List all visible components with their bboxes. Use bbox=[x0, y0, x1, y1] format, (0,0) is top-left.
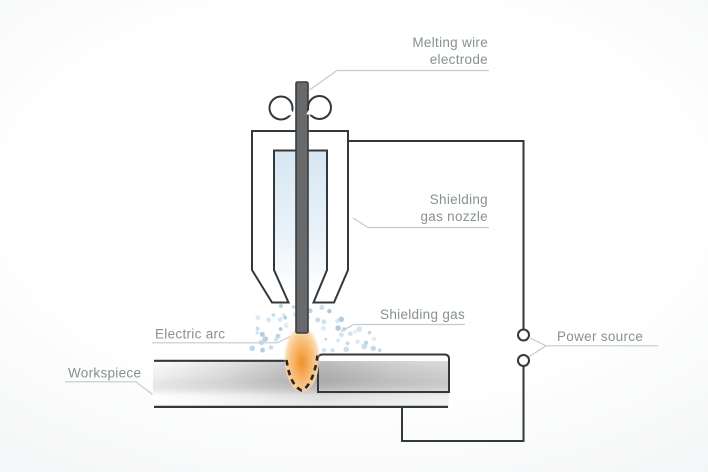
power-terminal-bottom bbox=[517, 354, 530, 367]
gas-dot bbox=[320, 325, 326, 331]
gas-dot bbox=[278, 327, 283, 331]
gas-dot bbox=[266, 317, 272, 323]
gas-dot bbox=[259, 331, 265, 337]
workspiece-label: Workspiece bbox=[68, 366, 141, 381]
leader-shielding-gas bbox=[340, 323, 465, 333]
labels: Melting wire electrode Shielding gas noz… bbox=[68, 35, 643, 381]
gas-dot bbox=[321, 347, 327, 353]
gas-dot bbox=[278, 303, 283, 308]
gas-dot bbox=[356, 326, 363, 333]
gas-dot bbox=[255, 331, 259, 335]
melting-wire-electrode-label-line1: Melting wire bbox=[412, 35, 488, 50]
gas-dot bbox=[255, 315, 261, 321]
leader-melting-wire bbox=[309, 69, 489, 91]
gas-dot bbox=[319, 305, 325, 310]
gas-dot bbox=[291, 305, 296, 309]
electric-arc-label: Electric arc bbox=[155, 327, 225, 342]
gas-dot bbox=[249, 345, 255, 351]
rotation-arrow-right-icon bbox=[306, 99, 327, 116]
gas-dot bbox=[339, 332, 344, 338]
wire-electrode bbox=[295, 81, 309, 334]
power-source-label: Power source bbox=[557, 329, 643, 344]
gas-dot bbox=[371, 336, 377, 342]
wire-feed-rollers bbox=[268, 95, 332, 121]
power-terminal-top bbox=[517, 328, 530, 342]
gas-dot bbox=[343, 346, 350, 353]
gas-dot bbox=[330, 348, 335, 353]
circuit-wire-bottom bbox=[401, 366, 525, 442]
gas-dot bbox=[275, 333, 281, 339]
shielding-gas-nozzle-label-line1: Shielding bbox=[430, 192, 488, 207]
gas-dot bbox=[355, 339, 360, 344]
shielding-gas-label: Shielding gas bbox=[380, 307, 465, 322]
gas-dot bbox=[260, 347, 265, 353]
gas-dot bbox=[283, 322, 289, 329]
gas-dot bbox=[283, 315, 288, 320]
gas-dot bbox=[277, 317, 283, 322]
gas-dot bbox=[335, 325, 341, 331]
gas-dot bbox=[268, 345, 274, 350]
shielding-gas-nozzle-label-line2: gas nozzle bbox=[420, 209, 488, 224]
circuit-wire-top bbox=[348, 140, 525, 330]
gas-dot bbox=[345, 341, 350, 346]
gas-dot bbox=[271, 313, 276, 317]
gas-dot bbox=[377, 348, 382, 353]
rotation-arrow-left-icon bbox=[273, 99, 295, 116]
leader-workspiece bbox=[65, 381, 153, 395]
weld-pool-dashed-outline bbox=[285, 355, 319, 392]
leader-power-source bbox=[528, 336, 658, 358]
gas-dot bbox=[324, 337, 328, 341]
leader-gas-nozzle bbox=[352, 217, 489, 229]
gas-dot bbox=[273, 337, 278, 342]
gas-dot bbox=[367, 330, 372, 335]
gas-dot bbox=[353, 330, 357, 334]
gas-dot bbox=[315, 317, 321, 323]
gas-dot bbox=[348, 331, 353, 337]
leader-electric-arc bbox=[152, 335, 291, 344]
gas-dot bbox=[255, 326, 260, 331]
shielding-gas-nozzle-shape bbox=[251, 130, 349, 304]
gas-dot bbox=[370, 345, 376, 352]
electric-arc-shape bbox=[284, 322, 320, 392]
gas-dot bbox=[262, 336, 269, 342]
gas-dot bbox=[338, 316, 345, 323]
gas-dot bbox=[327, 309, 332, 314]
gas-dot bbox=[336, 338, 341, 343]
gas-dot bbox=[321, 319, 327, 325]
melting-wire-electrode-label-line2: electrode bbox=[430, 52, 488, 67]
gas-dot bbox=[361, 343, 368, 350]
